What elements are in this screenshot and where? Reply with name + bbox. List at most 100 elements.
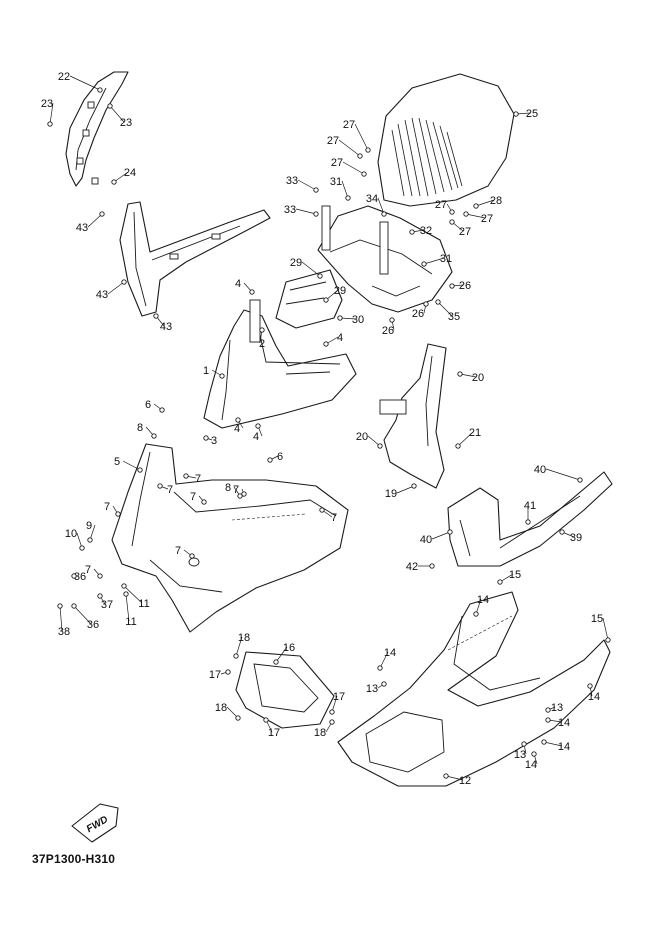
callout-number: 4 bbox=[234, 423, 240, 435]
callout-number: 12 bbox=[459, 775, 471, 787]
hardware-marker bbox=[123, 591, 129, 597]
hardware-marker bbox=[99, 211, 105, 217]
callout-number: 33 bbox=[284, 204, 296, 216]
callout-number: 13 bbox=[551, 702, 563, 714]
callout-number: 38 bbox=[58, 626, 70, 638]
hardware-marker bbox=[71, 603, 77, 609]
callout-leader bbox=[354, 123, 369, 151]
hardware-marker bbox=[87, 537, 93, 543]
hardware-marker bbox=[255, 423, 261, 429]
callout-leader bbox=[301, 261, 321, 277]
callout-number: 3 bbox=[211, 435, 217, 447]
callout-number: 9 bbox=[86, 520, 92, 532]
callout-number: 42 bbox=[406, 561, 418, 573]
hardware-marker bbox=[137, 467, 143, 473]
callout-leader bbox=[545, 468, 581, 481]
callout-leader bbox=[457, 431, 474, 447]
hardware-marker bbox=[457, 371, 463, 377]
part-side-cover bbox=[383, 343, 447, 489]
callout-number: 40 bbox=[534, 464, 546, 476]
hardware-marker bbox=[203, 435, 209, 441]
callout-leader bbox=[235, 636, 243, 657]
hardware-marker bbox=[587, 683, 593, 689]
hardware-marker bbox=[389, 317, 395, 323]
callout-leader bbox=[275, 646, 288, 663]
callout-number: 8 bbox=[225, 482, 231, 494]
callout-leader bbox=[445, 775, 464, 781]
callout-leader bbox=[342, 161, 365, 175]
callout-leader bbox=[295, 208, 317, 215]
hardware-marker bbox=[219, 373, 225, 379]
callout-number: 7 bbox=[85, 564, 91, 576]
hardware-marker bbox=[531, 751, 537, 757]
callout-number: 26 bbox=[382, 325, 394, 337]
callout-numbers: 1234444566777777778891011111213131314141… bbox=[41, 71, 603, 787]
hardware-marker bbox=[443, 773, 449, 779]
callout-number: 21 bbox=[469, 427, 481, 439]
hardware-marker bbox=[409, 229, 415, 235]
hardware-marker bbox=[107, 103, 113, 109]
callout-number: 14 bbox=[588, 691, 600, 703]
callout-number: 23 bbox=[41, 98, 53, 110]
callout-number: 15 bbox=[591, 613, 603, 625]
hardware-marker bbox=[429, 563, 435, 569]
callout-number: 11 bbox=[138, 598, 149, 610]
part-side-rail-cover bbox=[119, 201, 271, 317]
hardware-marker bbox=[153, 313, 159, 319]
callout-number: 27 bbox=[459, 226, 471, 238]
callout-number: 35 bbox=[448, 311, 460, 323]
hardware-marker bbox=[159, 407, 165, 413]
callout-number: 14 bbox=[558, 717, 570, 729]
hardware-marker bbox=[329, 709, 335, 715]
hardware-marker bbox=[411, 483, 417, 489]
callout-number: 7 bbox=[104, 501, 110, 513]
callout-number: 7 bbox=[233, 484, 239, 496]
hardware-marker bbox=[235, 715, 241, 721]
hardware-marker bbox=[97, 573, 103, 579]
hardware-marker bbox=[541, 739, 547, 745]
hardware-marker bbox=[497, 579, 503, 585]
callout-number: 18 bbox=[238, 632, 250, 644]
callout-leader bbox=[543, 741, 563, 747]
callout-number: 36 bbox=[87, 619, 99, 631]
hardware-marker bbox=[189, 553, 195, 559]
hardware-marker bbox=[449, 283, 455, 289]
callout-leader bbox=[107, 281, 125, 295]
hardware-marker bbox=[319, 507, 325, 513]
hardware-marker bbox=[317, 273, 323, 279]
hardware-marker bbox=[345, 195, 351, 201]
callout-number: 20 bbox=[356, 431, 368, 443]
hardware-marker bbox=[157, 483, 163, 489]
callout-leader bbox=[379, 651, 389, 669]
callout-number: 7 bbox=[331, 512, 337, 524]
callout-number: 14 bbox=[384, 647, 396, 659]
parts-artwork bbox=[65, 71, 613, 843]
callout-leader bbox=[423, 257, 445, 265]
part-inner-side-panel bbox=[65, 71, 129, 187]
callout-leader bbox=[377, 197, 385, 215]
hardware-marker bbox=[151, 433, 157, 439]
callout-number: 4 bbox=[337, 332, 343, 344]
callout-leader bbox=[331, 695, 338, 713]
hardware-marker bbox=[313, 187, 319, 193]
callout-number: 27 bbox=[481, 213, 493, 225]
hardware-marker bbox=[71, 573, 77, 579]
callout-leader-lines bbox=[47, 75, 611, 781]
hardware-marker bbox=[337, 315, 343, 321]
callout-leader bbox=[59, 605, 63, 632]
callout-number: 16 bbox=[283, 642, 295, 654]
hardware-marker bbox=[513, 111, 519, 117]
callout-number: 18 bbox=[215, 702, 227, 714]
callout-number: 15 bbox=[509, 569, 521, 581]
callout-number: 27 bbox=[343, 119, 355, 131]
callout-number: 19 bbox=[385, 488, 397, 500]
panel-clips bbox=[76, 101, 99, 185]
callout-number: 43 bbox=[96, 289, 108, 301]
hardware-marker bbox=[545, 707, 551, 713]
hardware-marker bbox=[115, 511, 121, 517]
callout-number: 27 bbox=[331, 157, 343, 169]
callout-leader bbox=[465, 213, 486, 219]
callout-number: 33 bbox=[286, 175, 298, 187]
callout-number: 18 bbox=[314, 727, 326, 739]
